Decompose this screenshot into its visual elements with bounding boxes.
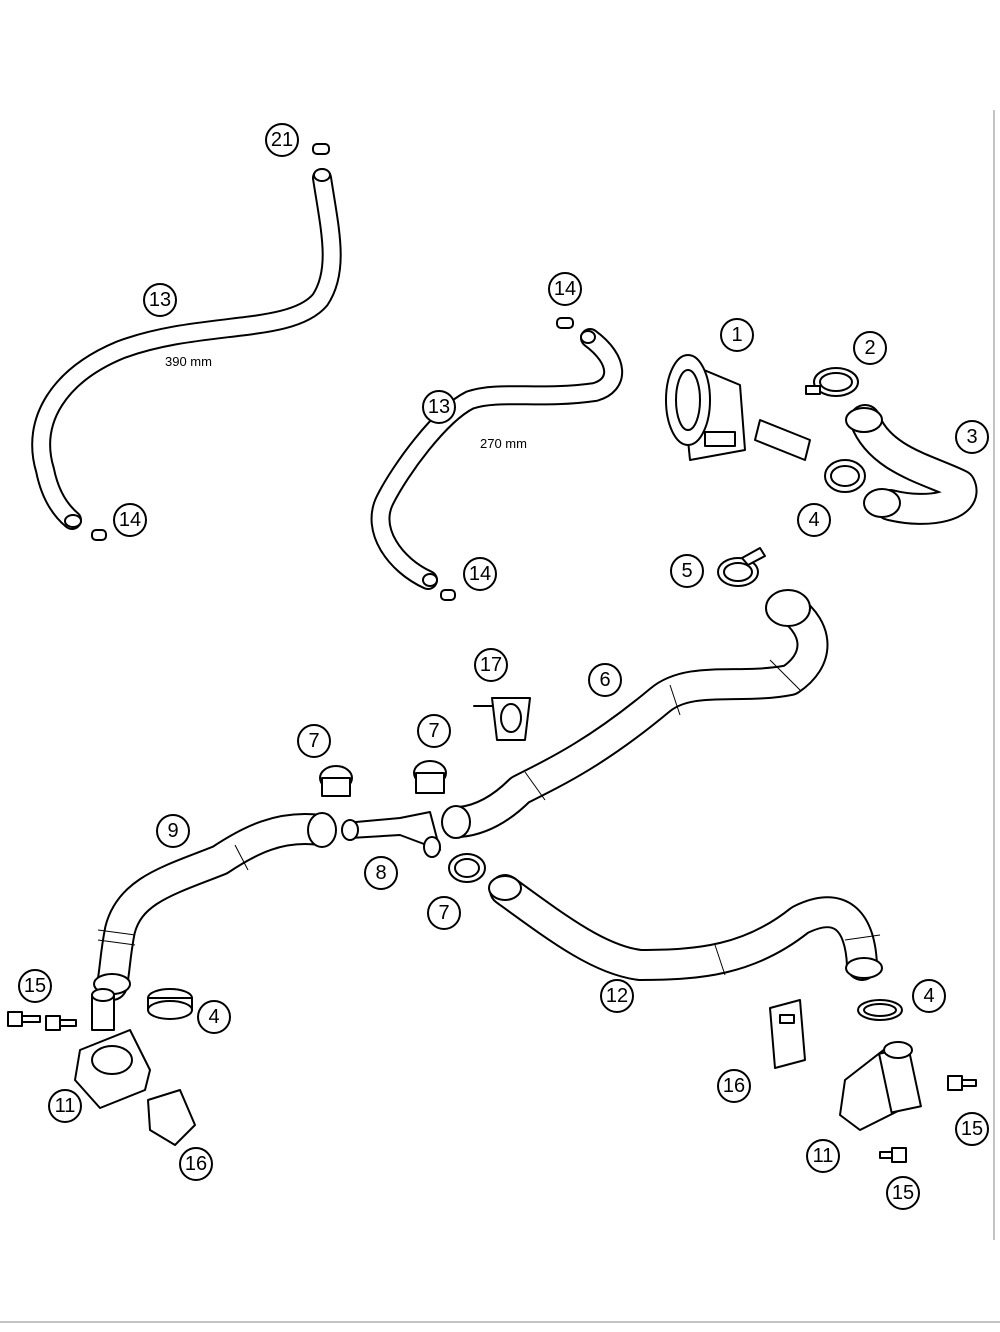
callout-7-left: 7: [297, 724, 331, 758]
svg-text:8: 8: [375, 862, 386, 884]
cover-16-left: [147, 1089, 196, 1146]
callout-16-right: 16: [717, 1069, 751, 1103]
callout-11-right: 11: [806, 1139, 840, 1173]
small-clamp-14-left: [91, 529, 107, 541]
t-piece-8: [341, 811, 441, 858]
callout-21: 21: [265, 123, 299, 157]
svg-text:13: 13: [149, 289, 171, 311]
svg-text:6: 6: [599, 669, 610, 691]
callout-8: 8: [364, 856, 398, 890]
svg-text:15: 15: [892, 1182, 914, 1204]
bolt-15-a: [7, 1011, 41, 1027]
svg-text:9: 9: [167, 820, 178, 842]
reed-valve-11-right: [839, 1041, 922, 1131]
cover-16-right: [769, 999, 806, 1069]
callout-9: 9: [156, 814, 190, 848]
callout-16-left: 16: [179, 1147, 213, 1181]
callout-3: 3: [955, 420, 989, 454]
svg-text:1: 1: [731, 324, 742, 346]
callout-4-left: 4: [197, 1000, 231, 1034]
callout-4-right: 4: [912, 979, 946, 1013]
svg-text:16: 16: [723, 1075, 745, 1097]
callout-15-right-upper: 15: [955, 1112, 989, 1146]
callout-1: 1: [720, 318, 754, 352]
callout-17: 17: [474, 648, 508, 682]
svg-text:4: 4: [208, 1006, 219, 1028]
dimension-label-390: 390 mm: [165, 354, 212, 369]
svg-text:21: 21: [271, 129, 293, 151]
clamp-7-middle: [413, 760, 447, 794]
svg-text:15: 15: [24, 975, 46, 997]
bolt-15-d: [879, 1147, 907, 1163]
clip-17: [473, 697, 531, 741]
reed-valve-11-left: [74, 988, 151, 1109]
svg-text:17: 17: [480, 654, 502, 676]
callout-14-bottom: 14: [463, 557, 497, 591]
svg-text:14: 14: [554, 278, 576, 300]
spring-clamp-5: [717, 547, 766, 587]
svg-text:14: 14: [119, 509, 141, 531]
clamp-4-left: [147, 988, 193, 1020]
bolt-15-c: [947, 1075, 977, 1091]
callout-13-left: 13: [143, 283, 177, 317]
callout-14-left: 14: [113, 503, 147, 537]
dimension-label-270: 270 mm: [480, 436, 527, 451]
svg-text:14: 14: [469, 563, 491, 585]
svg-text:11: 11: [813, 1145, 834, 1167]
svg-text:16: 16: [185, 1153, 207, 1175]
callout-14-top: 14: [548, 272, 582, 306]
spring-clamp-2: [805, 367, 859, 397]
svg-text:15: 15: [961, 1118, 983, 1140]
callout-6: 6: [588, 663, 622, 697]
callout-7-middle: 7: [417, 714, 451, 748]
hose-270mm: [370, 328, 624, 590]
callout-12: 12: [600, 979, 634, 1013]
svg-text:7: 7: [438, 902, 449, 924]
svg-text:3: 3: [966, 426, 977, 448]
clamp-4-right: [857, 999, 903, 1021]
hose-3: [845, 404, 978, 525]
hose-9: [93, 812, 337, 1001]
callout-5: 5: [670, 554, 704, 588]
svg-text:2: 2: [864, 337, 875, 359]
callout-7-bottom: 7: [427, 896, 461, 930]
hose-390mm: [31, 168, 342, 530]
svg-text:5: 5: [681, 560, 692, 582]
callout-15-right-lower: 15: [886, 1176, 920, 1210]
callout-13-middle: 13: [422, 390, 456, 424]
bolt-15-b: [45, 1015, 77, 1031]
svg-text:12: 12: [606, 985, 628, 1007]
hose-12: [488, 874, 883, 981]
hose-6: [441, 589, 829, 839]
clamp-4-top: [824, 459, 866, 493]
svg-text:7: 7: [428, 720, 439, 742]
clamp-7-bottom: [448, 853, 486, 883]
small-clamp-21: [312, 143, 330, 155]
svg-text:11: 11: [55, 1095, 76, 1117]
callout-4-top: 4: [797, 503, 831, 537]
callout-15-left: 15: [18, 969, 52, 1003]
small-clamp-14-top: [556, 317, 574, 329]
callout-11-left: 11: [48, 1089, 82, 1123]
svg-text:4: 4: [923, 985, 934, 1007]
air-filter: [665, 354, 811, 461]
small-clamp-14-bottom: [440, 589, 456, 601]
svg-text:13: 13: [428, 396, 450, 418]
clamp-7-left: [319, 765, 353, 797]
callout-2: 2: [853, 331, 887, 365]
svg-text:7: 7: [308, 730, 319, 752]
svg-text:4: 4: [808, 509, 819, 531]
